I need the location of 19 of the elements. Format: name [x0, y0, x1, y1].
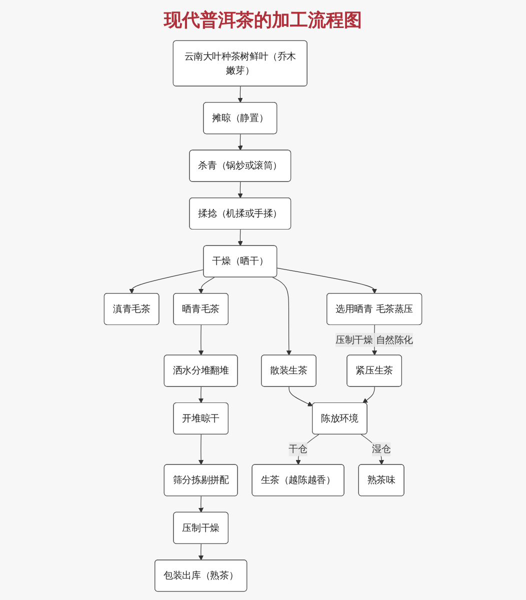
arrow: [198, 434, 204, 465]
arrow: [198, 544, 204, 560]
arrow: [198, 277, 215, 294]
arrow: [198, 386, 204, 404]
arrow: [238, 229, 243, 246]
arrow: [362, 386, 375, 404]
edge-label: 干仓: [288, 443, 308, 455]
arrow: [238, 86, 243, 103]
arrow: [238, 134, 243, 151]
arrow: [272, 277, 292, 356]
arrow: [276, 268, 377, 294]
arrow: [288, 386, 313, 406]
edge-label: 压制干燥 自然陈化: [336, 334, 414, 346]
edge-label: 湿仓: [372, 443, 391, 455]
arrow: [129, 269, 204, 294]
arrow: [238, 182, 243, 198]
diagram-title: 现代普洱茶的加工流程图: [162, 9, 363, 32]
arrow: [198, 324, 204, 356]
arrow: [198, 496, 204, 513]
